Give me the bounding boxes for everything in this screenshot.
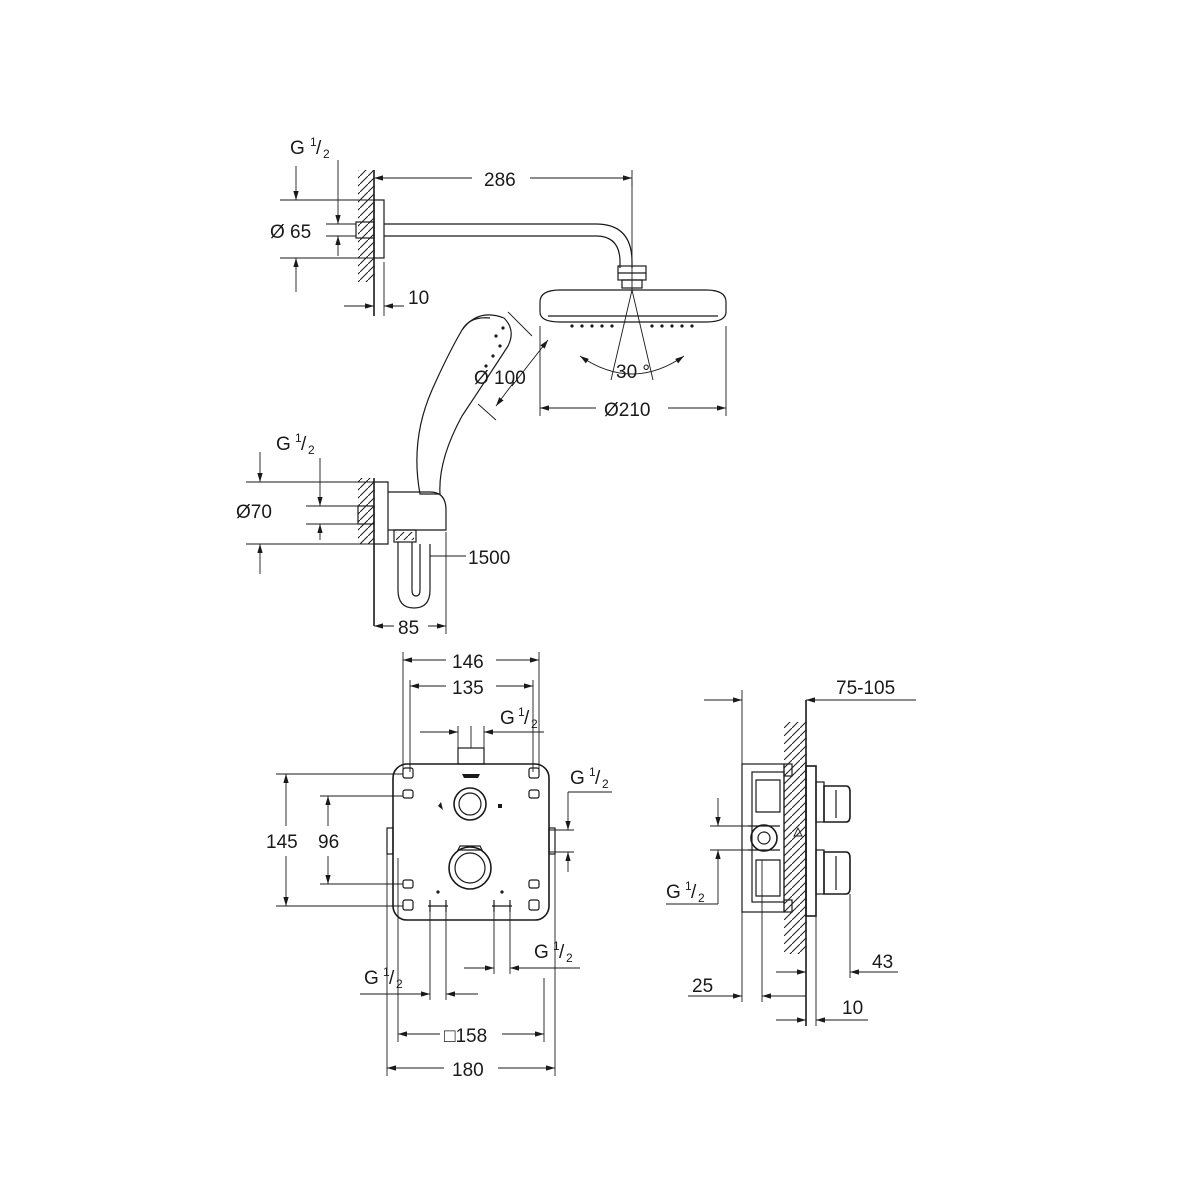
svg-text:1: 1 (295, 431, 302, 445)
svg-text:/: / (389, 968, 395, 989)
svg-text:1: 1 (310, 135, 317, 149)
wall-depth-label: 75-105 (836, 678, 895, 699)
flange-diameter-label: Ø 65 (270, 222, 311, 243)
knob-projection-label: 43 (872, 952, 893, 973)
wall-flange (373, 199, 385, 259)
hose (397, 542, 431, 609)
box-front-view: 146 135 G 1 / 2 145 96 G 1 (266, 652, 612, 1081)
box-height-outer-label: 145 (266, 832, 298, 853)
hose-length-label: 1500 (468, 548, 510, 569)
diverter-knob (453, 787, 487, 821)
bottom-inlets (428, 890, 512, 912)
box-width-outer-label: 146 (452, 652, 484, 673)
corner-screws (402, 767, 540, 911)
brand-logo (462, 774, 480, 778)
hand-shower-view: Ø 100 G 1 / 2 Ø70 1500 85 (236, 311, 549, 639)
box-width-inner-label: 135 (452, 678, 484, 699)
svg-text:/: / (559, 942, 565, 963)
svg-text:1: 1 (685, 879, 692, 893)
depth-back-label: 25 (692, 976, 713, 997)
top-outlet (457, 747, 485, 765)
wall-hatch (784, 722, 806, 954)
arm-length-label: 286 (484, 170, 516, 191)
svg-text:2: 2 (396, 977, 403, 991)
svg-text:2: 2 (308, 443, 315, 457)
side-cover-plate (805, 765, 817, 917)
thermostat-knob (448, 846, 492, 890)
thread-top-g: G (500, 708, 515, 729)
svg-text:2: 2 (323, 147, 330, 161)
shower-arm-lower (384, 235, 621, 268)
shower-arm-upper (384, 223, 633, 268)
box-height-inner-label: 96 (318, 832, 339, 853)
angle-line-right (631, 289, 654, 381)
hose-nut (393, 529, 417, 543)
thread-right-g: G (570, 768, 585, 789)
shower-head (539, 289, 727, 323)
thread-g: G (276, 434, 291, 455)
svg-text:1: 1 (553, 939, 560, 953)
thread-side-g: G (666, 882, 681, 903)
svg-text:2: 2 (566, 951, 573, 965)
diverter-knob-side (823, 785, 851, 823)
svg-text:/: / (524, 708, 530, 729)
svg-text:1: 1 (518, 705, 525, 719)
thread-stub (355, 221, 375, 239)
nozzle-row (570, 324, 694, 328)
box-side-view: 75-105 G 1 / 2 25 43 10 (666, 678, 916, 1026)
flange-depth-label: 10 (408, 288, 429, 309)
plate-thickness-label: 10 (842, 998, 863, 1019)
shower-holder (388, 491, 447, 531)
thread-bottom-right-g: G (534, 942, 549, 963)
svg-text:/: / (691, 882, 697, 903)
svg-text:1: 1 (589, 765, 596, 779)
hand-shower-nozzles (484, 326, 505, 368)
svg-text:2: 2 (602, 777, 609, 791)
thermostat-knob-side (823, 851, 851, 895)
svg-text:/: / (595, 768, 601, 789)
svg-text:2: 2 (698, 891, 705, 905)
inlet-fitting (750, 824, 778, 852)
head-shower-view: 30 ° 286 G 1 / 2 Ø 65 10 Ø210 (270, 135, 727, 421)
thread-bottom-left-g: G (364, 968, 379, 989)
svg-text:/: / (316, 138, 322, 159)
svg-text:2: 2 (531, 717, 538, 731)
plate-size-label: □158 (444, 1026, 487, 1047)
wall-elbow-flange (374, 481, 389, 545)
hand-shower-body (416, 314, 512, 495)
wall-hatch (358, 170, 374, 282)
spray-angle-label: 30 ° (616, 362, 650, 383)
plate-width-label: 180 (452, 1060, 484, 1081)
projection-label: 85 (398, 618, 419, 639)
svg-text:/: / (301, 434, 307, 455)
angle-arc (579, 355, 685, 375)
angle-line-left (610, 289, 633, 381)
head-diameter-label: Ø210 (604, 400, 650, 421)
elbow-diameter-label: Ø70 (236, 502, 272, 523)
svg-text:1: 1 (383, 965, 390, 979)
wall-hatch (358, 478, 374, 544)
hand-shower-diameter-label: Ø 100 (474, 368, 526, 389)
thread-g: G (290, 138, 305, 159)
